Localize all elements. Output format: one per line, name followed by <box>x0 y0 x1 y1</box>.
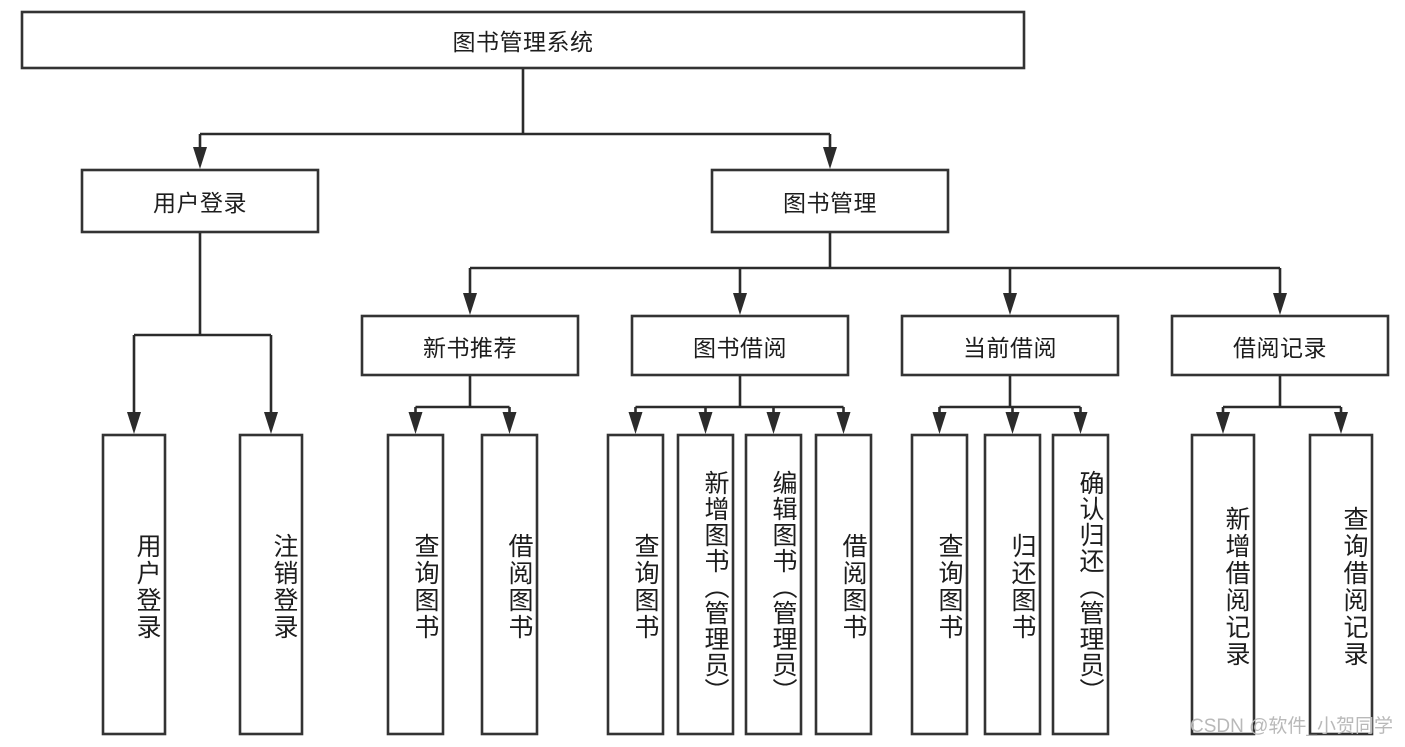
node-label-l3_11: 新增借阅记录 <box>1222 505 1250 668</box>
arrow-head-icon <box>1273 293 1287 315</box>
arrow-head-icon <box>502 412 517 434</box>
node-box-l3_10[interactable] <box>1051 433 1110 736</box>
node-label-l3_0: 用户登录 <box>133 532 161 641</box>
arrow-head-icon <box>1073 412 1088 434</box>
arrow-head-icon <box>463 293 477 315</box>
arrow-head-icon <box>823 147 837 169</box>
node-label-l3_12: 查询借阅记录 <box>1340 505 1368 668</box>
arrow-head-icon <box>1005 412 1020 434</box>
arrow-head-icon <box>1003 293 1017 315</box>
node-label-l3_8: 查询图书 <box>935 532 963 641</box>
boxes-layer <box>20 10 1390 736</box>
node-label-l3_6: 编辑图书（管理员） <box>769 469 797 704</box>
arrow-head-icon <box>264 412 278 434</box>
node-box-l3_5[interactable] <box>676 433 735 736</box>
arrow-head-icon <box>698 412 713 434</box>
arrow-head-icon <box>1216 412 1230 434</box>
node-label-l1_0: 用户登录 <box>153 190 247 216</box>
node-box-l3_1[interactable] <box>238 433 304 736</box>
csdn-watermark: CSDN @软件_小贺同学 <box>1190 716 1393 737</box>
node-box-l3_3[interactable] <box>480 433 539 736</box>
node-label-l2_0: 新书推荐 <box>423 334 517 361</box>
node-box-l1_0[interactable] <box>80 168 320 234</box>
node-box-l2_1[interactable] <box>630 314 850 377</box>
node-label-l3_1: 注销登录 <box>270 532 298 641</box>
arrow-head-icon <box>932 412 947 434</box>
node-label-l3_9: 归还图书 <box>1008 532 1036 641</box>
node-label-l1_1: 图书管理 <box>783 190 877 216</box>
node-box-l3_2[interactable] <box>386 433 445 736</box>
node-box-l3_12[interactable] <box>1308 433 1374 736</box>
node-label-l2_1: 图书借阅 <box>693 334 787 361</box>
node-label-l3_7: 借阅图书 <box>839 532 867 641</box>
node-box-l2_3[interactable] <box>1170 314 1390 377</box>
node-label-l3_4: 查询图书 <box>631 532 659 641</box>
arrow-head-icon <box>733 293 747 315</box>
node-box-l2_0[interactable] <box>360 314 580 377</box>
node-box-l1_1[interactable] <box>710 168 950 234</box>
node-label-l3_5: 新增图书（管理员） <box>701 469 729 704</box>
arrow-head-icon <box>408 412 423 434</box>
node-box-l3_4[interactable] <box>606 433 665 736</box>
node-box-l3_8[interactable] <box>910 433 969 736</box>
node-box-root[interactable] <box>20 10 1026 70</box>
node-box-l3_0[interactable] <box>101 433 167 736</box>
node-box-l3_11[interactable] <box>1190 433 1256 736</box>
arrow-head-icon <box>836 412 851 434</box>
arrow-head-icon <box>628 412 643 434</box>
node-label-l2_3: 借阅记录 <box>1233 334 1327 361</box>
node-box-l3_7[interactable] <box>814 433 873 736</box>
node-box-l3_6[interactable] <box>744 433 803 736</box>
node-box-l2_2[interactable] <box>900 314 1120 377</box>
arrow-head-icon <box>1334 412 1348 434</box>
arrow-head-icon <box>127 412 141 434</box>
node-label-l3_2: 查询图书 <box>411 532 439 641</box>
node-label-l3_3: 借阅图书 <box>505 532 533 641</box>
node-label-root: 图书管理系统 <box>452 29 594 55</box>
arrow-head-icon <box>766 412 781 434</box>
connectors-layer <box>127 68 1348 434</box>
node-label-l2_2: 当前借阅 <box>963 334 1057 361</box>
arrow-head-icon <box>193 147 207 169</box>
node-box-l3_9[interactable] <box>983 433 1042 736</box>
node-label-l3_10: 确认归还（管理员） <box>1076 469 1104 704</box>
